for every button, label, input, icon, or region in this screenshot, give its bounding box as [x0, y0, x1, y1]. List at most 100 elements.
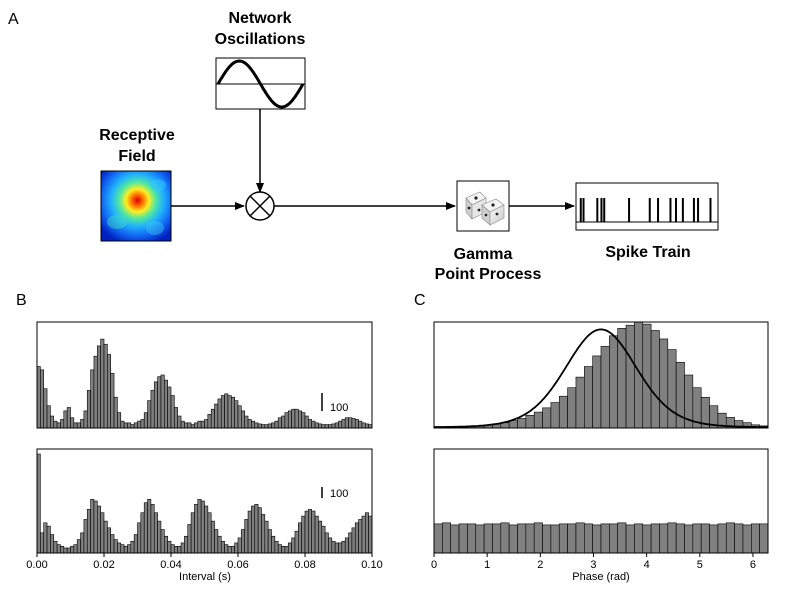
histogram-bar [86, 390, 91, 429]
von-mises-fit-line [434, 328, 768, 428]
x-tick-label: 1 [484, 559, 490, 571]
histogram-bar [725, 522, 735, 554]
histogram-bar [117, 542, 122, 554]
histogram-bar [110, 372, 115, 429]
histogram-bar [311, 420, 316, 429]
histogram-bar [667, 349, 677, 429]
histogram-bar [80, 419, 85, 429]
x-tick-label: 0.00 [26, 559, 47, 571]
histogram-bar [525, 523, 535, 554]
histogram-bar [113, 539, 118, 554]
histogram-bar [170, 395, 175, 429]
histogram-bar [147, 400, 152, 429]
histogram-bar [130, 540, 135, 554]
histogram-bar [217, 535, 222, 554]
histogram-bar [120, 420, 125, 429]
histogram-bar [66, 547, 71, 554]
histogram-bar [123, 422, 128, 429]
histogram-bar [321, 525, 326, 554]
histogram-bar [617, 328, 627, 429]
spike-train-label: Spike Train [605, 244, 690, 261]
histogram-bar [143, 412, 148, 429]
histogram-bar [318, 520, 323, 554]
histogram-bar [542, 524, 552, 554]
histogram-bar [56, 544, 61, 554]
histogram-bar [187, 524, 192, 554]
histogram-bar [291, 408, 296, 429]
x-tick-label: 0.06 [227, 559, 248, 571]
multiply-node [245, 191, 275, 221]
histogram-bar [53, 420, 58, 429]
scale-bar-label-bottom: 100 [330, 488, 348, 500]
histogram-bar [650, 330, 660, 429]
histogram-bar [458, 523, 468, 554]
histogram-bar [70, 545, 75, 554]
histogram-bar [160, 374, 165, 429]
histogram-bar [100, 338, 105, 429]
histogram-bar [625, 324, 635, 429]
histogram-bar [36, 453, 41, 554]
histogram-bar [267, 423, 272, 429]
histogram-bar [331, 540, 336, 554]
histogram-bar [133, 534, 138, 554]
histogram-bar [63, 547, 68, 554]
histogram-bar [110, 534, 115, 554]
oscillations-label-line2: Oscillations [215, 31, 306, 48]
histogram-bar [40, 369, 44, 429]
histogram-bar [261, 424, 266, 429]
histogram-bar [294, 408, 299, 429]
histogram-bar [241, 529, 246, 554]
histogram-bar [43, 522, 48, 554]
histogram-bar [220, 395, 225, 429]
histogram-bar [558, 395, 568, 429]
histogram-bar [103, 343, 108, 429]
histogram-bar [348, 417, 353, 429]
histogram-bar [314, 515, 319, 554]
histogram-bar [575, 522, 585, 554]
histogram-bar [207, 512, 212, 554]
histogram-bar [53, 540, 58, 554]
histogram-bar [60, 419, 65, 429]
histogram-bar [467, 523, 477, 554]
histogram-bar [264, 520, 269, 554]
histogram-bar [324, 424, 329, 429]
histogram-bar [66, 407, 71, 429]
x-tick-label: 0.08 [294, 559, 315, 571]
histogram-bar [234, 400, 239, 429]
histogram-bar [107, 354, 111, 429]
histogram-bar [76, 422, 81, 429]
histogram-bar [297, 410, 302, 429]
histogram-bar [244, 519, 249, 554]
histogram-bar [143, 502, 148, 554]
histogram-bar [90, 499, 95, 554]
histogram-bar [254, 504, 259, 554]
histogram-bar [83, 410, 88, 429]
histogram-bar [153, 381, 158, 429]
histogram-bar [274, 420, 279, 429]
histogram-bar [609, 335, 618, 429]
histogram-bar [217, 398, 222, 429]
histogram-bar [234, 542, 239, 554]
histogram-bar [344, 537, 349, 554]
histogram-bar [90, 369, 95, 429]
histogram-bar [83, 519, 88, 554]
histogram-bar [267, 529, 272, 554]
histogram-bar [311, 510, 316, 554]
histogram-bar [127, 544, 132, 554]
histogram-bar [224, 544, 229, 554]
histogram-bar [80, 532, 85, 554]
histogram-bar [180, 420, 185, 429]
histogram-bar [517, 523, 527, 554]
histogram-bar [264, 424, 269, 429]
histogram-bar [130, 424, 135, 429]
histogram-bar [642, 524, 652, 554]
oscillation-box [215, 57, 306, 110]
histogram-bar [742, 524, 752, 554]
histogram-bar [100, 512, 105, 554]
histogram-bar [575, 376, 585, 429]
histogram-bar [592, 355, 602, 429]
histogram-bar [558, 523, 568, 554]
histogram-bar [167, 540, 172, 554]
histogram-bar [492, 523, 502, 554]
